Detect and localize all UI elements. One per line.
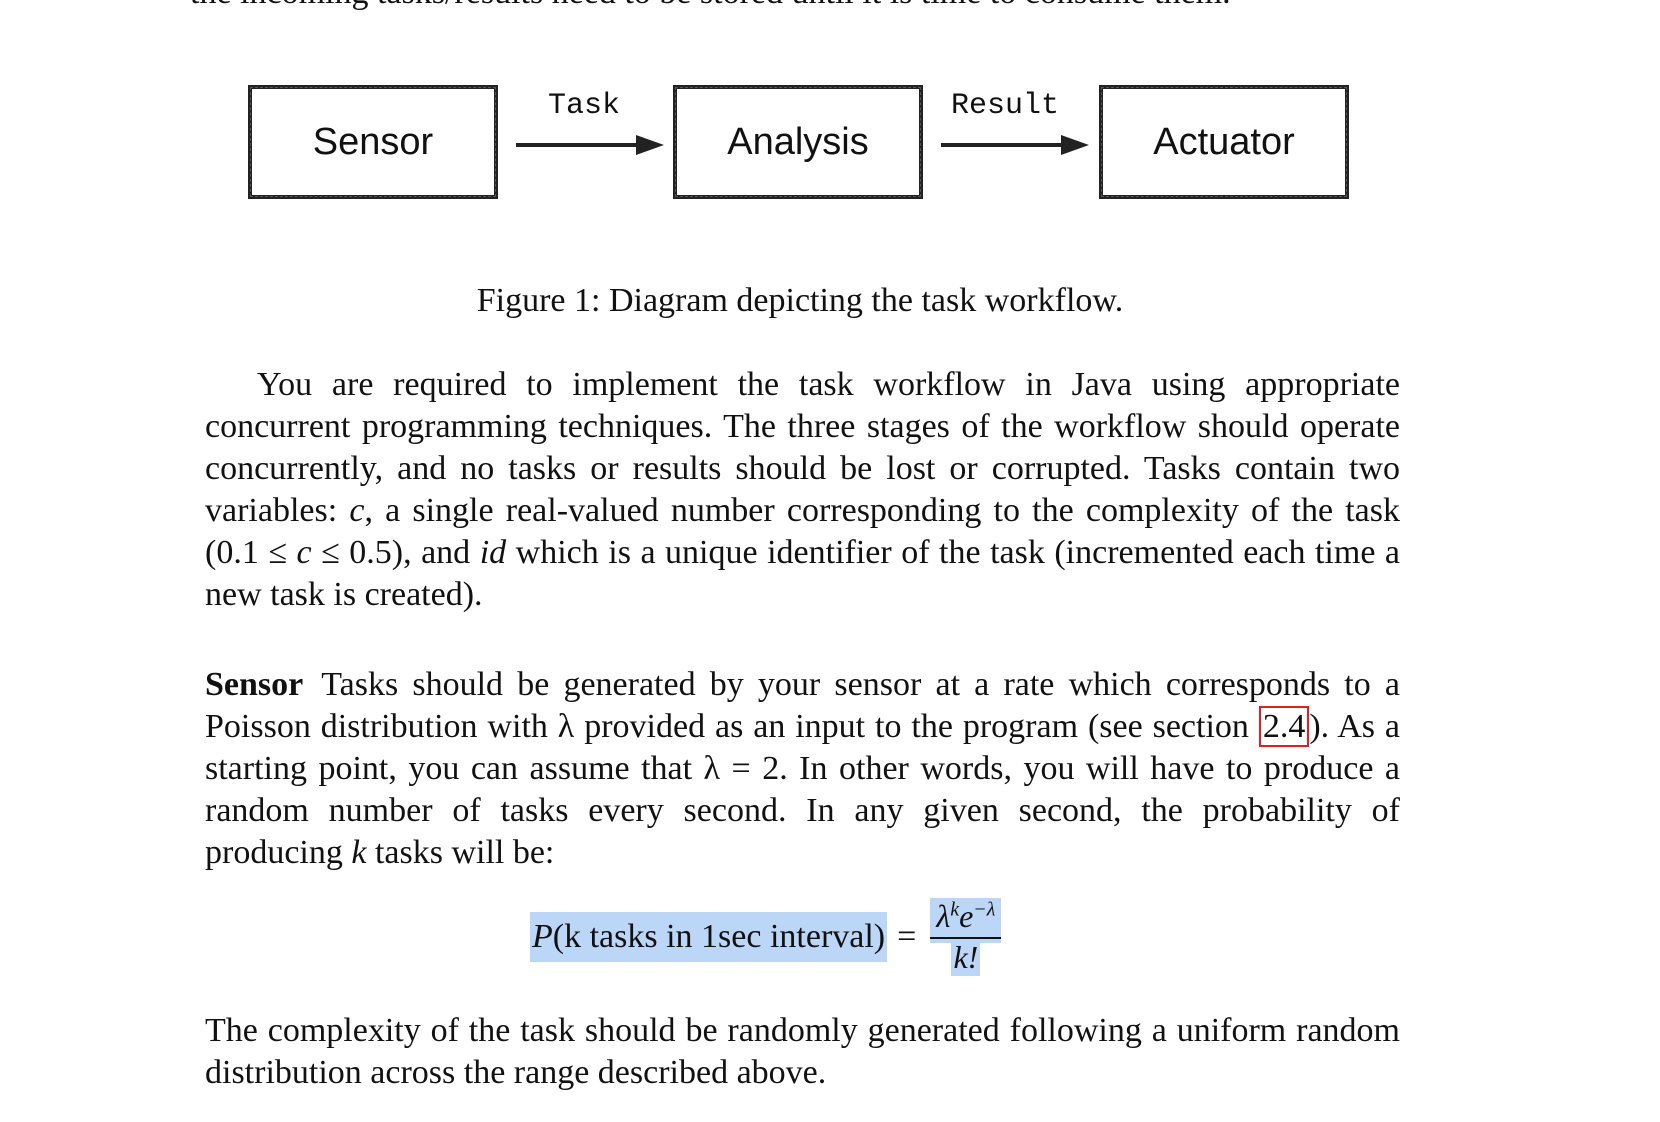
equals-sign: = bbox=[897, 918, 917, 955]
edge-label-task: Task bbox=[548, 89, 621, 123]
stage-actuator-box: Actuator bbox=[1099, 85, 1349, 199]
cut-off-text-line: the incoming tasks/results need to be st… bbox=[190, 0, 1470, 12]
arrow-right-icon bbox=[941, 135, 1089, 155]
poisson-equation: P(k tasks in 1sec interval) = λke−λ k! bbox=[530, 898, 1002, 976]
stage-sensor-box: Sensor bbox=[248, 85, 498, 199]
edge-label-result: Result bbox=[951, 89, 1060, 123]
equation-fraction: λke−λ k! bbox=[930, 898, 1002, 976]
body-paragraph: You are required to implement the task w… bbox=[205, 366, 1401, 613]
figure-caption: Figure 1: Diagram depicting the task wor… bbox=[476, 282, 1124, 319]
section-ref-link[interactable]: 2.4 bbox=[1258, 706, 1310, 747]
complexity-paragraph: The complexity of the task should be ran… bbox=[205, 1012, 1400, 1091]
workflow-diagram: Sensor Task Analysis Result Actuator bbox=[248, 85, 1349, 205]
equation-lhs: P(k tasks in 1sec interval) bbox=[530, 912, 888, 962]
arrow-right-icon bbox=[516, 135, 664, 155]
stage-analysis-box: Analysis bbox=[673, 85, 923, 199]
section-heading-sensor: Sensor bbox=[205, 666, 304, 703]
fraction-denominator: k! bbox=[951, 939, 981, 976]
fraction-numerator: λke−λ bbox=[930, 898, 1002, 939]
